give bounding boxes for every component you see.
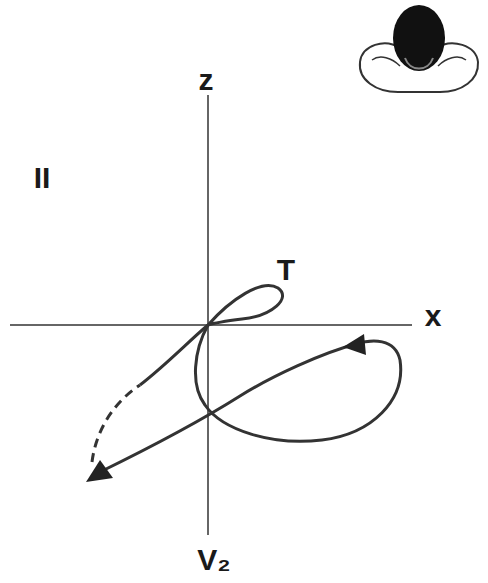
loop-segment (140, 325, 208, 385)
lead-label: II (34, 163, 51, 193)
axis-label: x (425, 301, 442, 331)
direction-arrow (86, 460, 113, 482)
z-axis (207, 95, 209, 535)
axis-label: z (199, 65, 214, 95)
qrs-loop (100, 325, 401, 472)
lead-label: V₂ (197, 545, 230, 575)
dashed-segment (92, 385, 140, 462)
direction-arrow (343, 334, 366, 355)
t-loop (208, 286, 283, 325)
wave-label: T (277, 255, 295, 285)
head-icon (360, 5, 478, 92)
